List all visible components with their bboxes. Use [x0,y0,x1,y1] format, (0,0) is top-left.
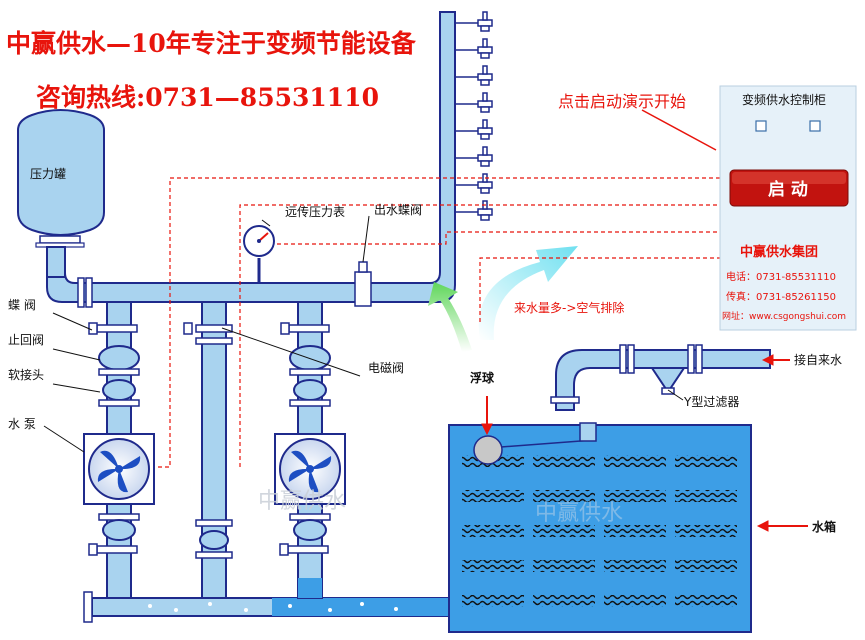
bypass-branch [183,301,233,599]
label-inlet: 接自来水 [794,352,842,367]
pressure-tank: 压力罐 [17,109,105,278]
watermark-tank: 中赢供水 [535,501,623,526]
red-pointers [481,109,808,532]
water-tank [448,422,752,633]
panel-fax: 传真：0731-85261150 [726,290,836,303]
label-remote-gauge: 远传压力表 [285,204,345,219]
label-air-exhaust: 来水量多->空气排除 [514,300,624,315]
label-soft-joint: 软接头 [8,367,44,382]
label-pump: 水 泵 [8,417,36,431]
label-float-ball: 浮球 [470,370,495,385]
outlet-butterfly-valve [354,261,372,307]
headline-banner: 中赢供水—10年专注于变频节能设备 [6,29,417,58]
panel-indicator-left [755,120,767,132]
demo-hint: 点击启动演示开始 [558,92,686,111]
suction-pipe [83,591,449,623]
panel-indicator-right [809,120,821,132]
control-panel: 变频供水控制柜 启 动 中赢供水集团 电话：0731-85531110 传真：0… [719,85,857,331]
panel-company: 中赢供水集团 [740,244,818,260]
hotline-banner: 咨询热线:0731—85531110 [36,83,379,112]
label-tank: 水箱 [812,519,836,534]
label-outlet-valve: 出水蝶阀 [374,202,422,217]
control-panel-title: 变频供水控制柜 [742,92,826,107]
panel-phone: 电话：0731-85531110 [726,270,836,283]
inlet-pipe [550,344,771,411]
label-butterfly-valve: 蝶 阀 [8,297,36,312]
label-solenoid-valve: 电磁阀 [368,360,404,375]
pump-branch-1 [83,301,155,599]
start-button[interactable]: 启 动 [729,169,849,207]
header-pipe [46,11,456,308]
label-check-valve: 止回阀 [8,333,44,347]
pressure-tank-label: 压力罐 [30,167,66,181]
tank-waves [462,455,737,607]
panel-website: 网址：www.csgongshui.com [722,310,846,322]
start-button-label: 启 动 [768,179,808,200]
signal-lines [158,177,728,468]
air-exhaust-arrow [478,246,578,340]
pump-branch-2 [274,301,346,599]
watermark-left: 中赢供水 [258,489,346,514]
remote-pressure-gauge [243,225,275,283]
leader-lines [43,215,684,453]
return-flow-arrow [428,282,472,352]
riser-taps [455,11,493,221]
label-y-filter: Y型过滤器 [683,395,739,409]
